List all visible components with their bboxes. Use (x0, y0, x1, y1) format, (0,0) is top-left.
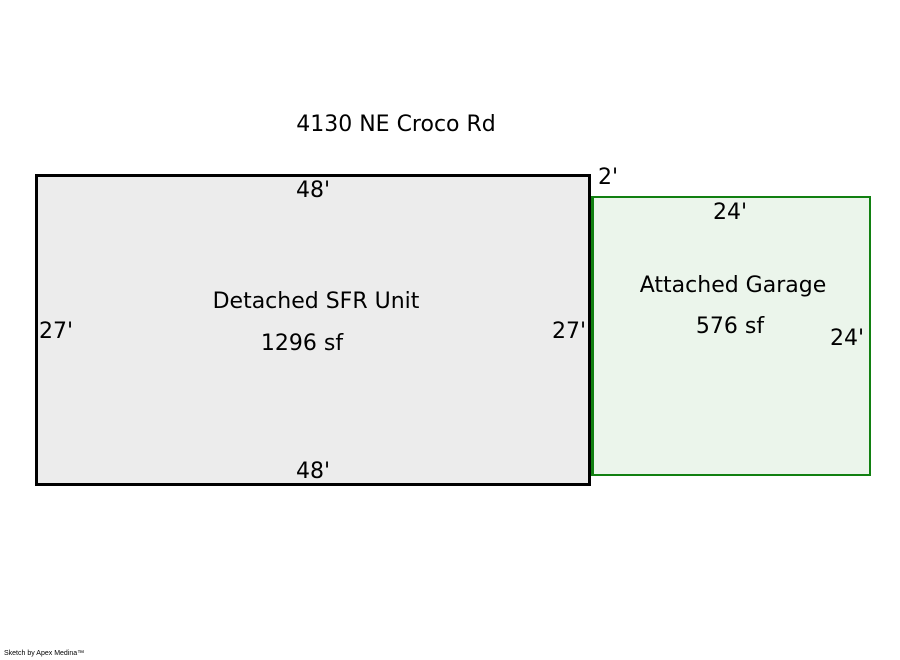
attached-garage-area (591, 196, 871, 476)
address-title: 4130 NE Croco Rd (296, 112, 496, 137)
sfr-top-dimension: 48' (295, 178, 331, 203)
garage-right-dimension: 24' (830, 326, 865, 351)
sfr-right-dimension: 27' (552, 319, 587, 344)
garage-offset-dimension: 2' (598, 165, 619, 190)
garage-label: Attached Garage (639, 273, 827, 298)
garage-top-dimension: 24' (712, 200, 748, 225)
detached-sfr-unit-area (35, 174, 591, 486)
sfr-area: 1296 sf (260, 331, 344, 356)
sfr-bottom-dimension: 48' (295, 459, 331, 484)
sfr-label: Detached SFR Unit (212, 289, 420, 314)
sfr-left-dimension: 27' (39, 319, 74, 344)
credit-text: Sketch by Apex Medina™ (4, 650, 85, 657)
garage-area: 576 sf (695, 314, 765, 339)
